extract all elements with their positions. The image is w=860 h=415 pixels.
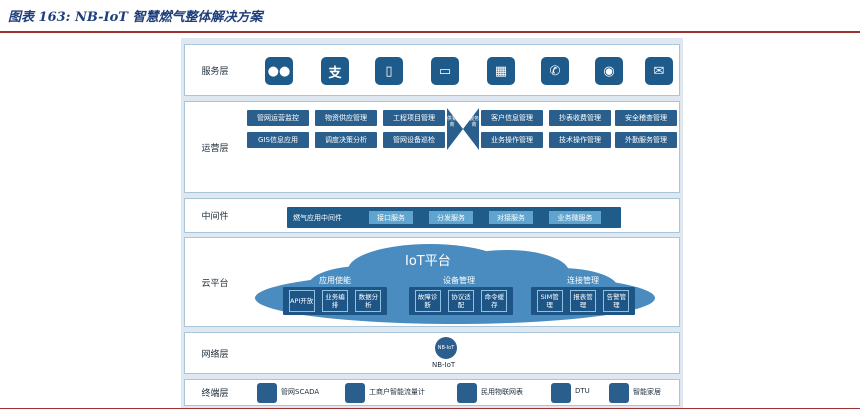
weibo-icon: ◉: [595, 57, 623, 85]
terminal-label: DTU: [575, 387, 590, 395]
wechat-icon: ●●: [265, 57, 293, 85]
group-item: 报表管理: [569, 290, 596, 312]
flowmeter-icon: [345, 383, 365, 403]
middleware-item: 对接服务: [489, 211, 533, 224]
service-layer: 服务层 ●● 支 ▯ ▭ ▦ ✆ ◉ ✉: [184, 44, 680, 96]
mail-icon: ✉: [645, 57, 673, 85]
ops-item: 工程项目管理: [383, 110, 445, 126]
alipay-icon: 支: [321, 57, 349, 85]
figure-title: 图表 163: NB-IoT 智慧燃气整体解决方案: [8, 10, 263, 25]
nbiot-label: NB-IoT: [432, 361, 456, 369]
layer-label: 网络层: [201, 349, 229, 360]
group-item: 命令缓存: [481, 290, 508, 312]
group-item: 业务编排: [321, 290, 348, 312]
phone-icon: ✆: [541, 57, 569, 85]
cloud-title: IoT平台: [405, 254, 451, 269]
ops-item: 物资供应管理: [315, 110, 377, 126]
middleware-item: 接口服务: [369, 211, 413, 224]
group-title: 设备管理: [443, 276, 475, 285]
ops-item: 抄表收费管理: [549, 110, 611, 126]
gas-meter-icon: [457, 383, 477, 403]
terminal-label: 管网SCADA: [281, 388, 320, 396]
ops-item: 客户信息管理: [481, 110, 543, 126]
smart-home-icon: [609, 383, 629, 403]
middleware-layer: 中间件 燃气应用中间件 接口服务 分发服务 对接服务 业务微服务: [184, 198, 680, 233]
center-left-label: 供销商: [447, 116, 458, 128]
bottom-rule: [0, 408, 860, 409]
group-item: SIM管理: [536, 290, 563, 312]
ops-item: 安全稽查管理: [615, 110, 677, 126]
ops-item: 调度决策分析: [315, 132, 377, 148]
group-item: 告警管理: [603, 290, 630, 312]
middleware-bar-label: 燃气应用中间件: [293, 213, 342, 222]
group-title: 应用使能: [319, 276, 351, 285]
middleware-bar: 燃气应用中间件 接口服务 分发服务 对接服务 业务微服务: [287, 207, 621, 228]
ops-item: 管网设备巡检: [383, 132, 445, 148]
factory-icon: [257, 383, 277, 403]
center-right-label: 服务商: [469, 116, 480, 128]
terminal-label: 民用物联网表: [481, 388, 523, 396]
layer-label: 云平台: [201, 278, 229, 289]
middleware-item: 业务微服务: [549, 211, 601, 224]
group-item: 协议适配: [447, 290, 474, 312]
ops-item: GIS信息应用: [247, 132, 309, 148]
terminal-label: 工商户智能流量计: [369, 388, 425, 396]
middleware-item: 分发服务: [429, 211, 473, 224]
diagram-frame: 服务层 ●● 支 ▯ ▭ ▦ ✆ ◉ ✉ 运营层 管网运营监控 物资供应管理 工…: [181, 38, 683, 408]
terminal-icon: ▦: [487, 57, 515, 85]
group-box: SIM管理 报表管理 告警管理: [531, 287, 635, 315]
terminal-layer: 终端层 管网SCADA 工商户智能流量计 民用物联网表 DTU 智能家居: [184, 379, 680, 406]
group-box: API开放 业务编排 数据分析: [283, 287, 387, 315]
top-rule: [0, 31, 860, 33]
tv-icon: ▭: [431, 57, 459, 85]
layer-label: 服务层: [201, 66, 229, 77]
ops-layer: 运营层 管网运营监控 物资供应管理 工程项目管理 GIS信息应用 调度决策分析 …: [184, 101, 680, 193]
layer-label: 运营层: [201, 143, 229, 154]
ops-item: 管网运营监控: [247, 110, 309, 126]
group-box: 故障诊断 协议适配 命令缓存: [409, 287, 513, 315]
layer-label: 中间件: [201, 212, 229, 222]
terminal-label: 智能家居: [633, 388, 661, 396]
group-item: 数据分析: [355, 290, 382, 312]
ops-item: 外勤服务管理: [615, 132, 677, 148]
ops-item: 业务操作管理: [481, 132, 543, 148]
dtu-icon: [551, 383, 571, 403]
ops-item: 技术操作管理: [549, 132, 611, 148]
network-layer: 网络层 NB-IoT NB-IoT: [184, 332, 680, 374]
group-item: API开放: [288, 290, 315, 312]
nbiot-logo: NB-IoT: [435, 337, 457, 359]
bowtie-connector: [447, 108, 479, 150]
mobile-app-icon: ▯: [375, 57, 403, 85]
layer-label: 终端层: [201, 389, 229, 399]
group-item: 故障诊断: [414, 290, 441, 312]
group-title: 连接管理: [567, 276, 599, 285]
cloud-layer: 云平台 IoT平台 应用使能 API开放 业务编排 数据分析 设备管理 故障诊断…: [184, 237, 680, 327]
